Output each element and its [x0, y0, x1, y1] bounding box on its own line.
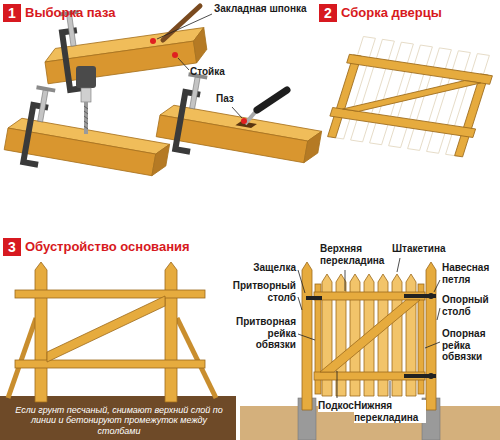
leader-lines [157, 14, 242, 118]
part-label: Притворный столб [230, 280, 296, 303]
part-label: Притворная рейка обвязки [230, 316, 296, 351]
part-label: Нижняя перекладина [354, 400, 426, 423]
ground [0, 396, 236, 440]
step-number: 2 [319, 4, 337, 22]
concrete-footing [298, 398, 440, 440]
part-label: Опорная рейка обвязки [442, 328, 498, 363]
part-label: Защелка [230, 262, 296, 274]
part-label: Подкос [318, 400, 354, 412]
part-label: Верхняя перекладина [320, 243, 390, 266]
part-label: Штакетина [392, 243, 446, 255]
chisel [245, 90, 287, 124]
marker-dot [150, 38, 156, 44]
part-label: Закладная шпонка [214, 3, 307, 15]
clamp [172, 72, 208, 156]
base-frame [8, 262, 216, 402]
note-text: Если грунт песчаный, снимают верхний сло… [10, 405, 228, 436]
beam-end [192, 28, 209, 63]
step-title: Выборка паза [25, 5, 116, 20]
drill [76, 66, 96, 134]
key-stick [163, 6, 200, 40]
gate [302, 262, 436, 410]
step-number: 1 [3, 4, 21, 22]
step-heading: 1 Выборка паза [3, 3, 118, 22]
frame-bars [324, 54, 493, 157]
marker-dot [241, 118, 247, 124]
marker-dot [172, 52, 178, 58]
beam [154, 69, 328, 177]
gate-frame [324, 35, 499, 157]
clamp [20, 85, 56, 169]
step-heading: 2 Сборка дверцы [319, 3, 444, 22]
step-title: Обустройство основания [25, 239, 190, 254]
step-title: Сборка дверцы [341, 5, 442, 20]
beam [2, 82, 176, 190]
hardware [306, 293, 436, 379]
part-label: Стойка [190, 66, 225, 78]
part-label: Паз [216, 93, 234, 105]
part-label: Навесная петля [442, 262, 498, 285]
step-heading: 3 Обустройство основания [3, 237, 192, 256]
leader-lines [298, 258, 440, 398]
step-number: 3 [3, 238, 21, 256]
part-label: Опорный столб [442, 294, 498, 317]
pickets [332, 37, 490, 157]
